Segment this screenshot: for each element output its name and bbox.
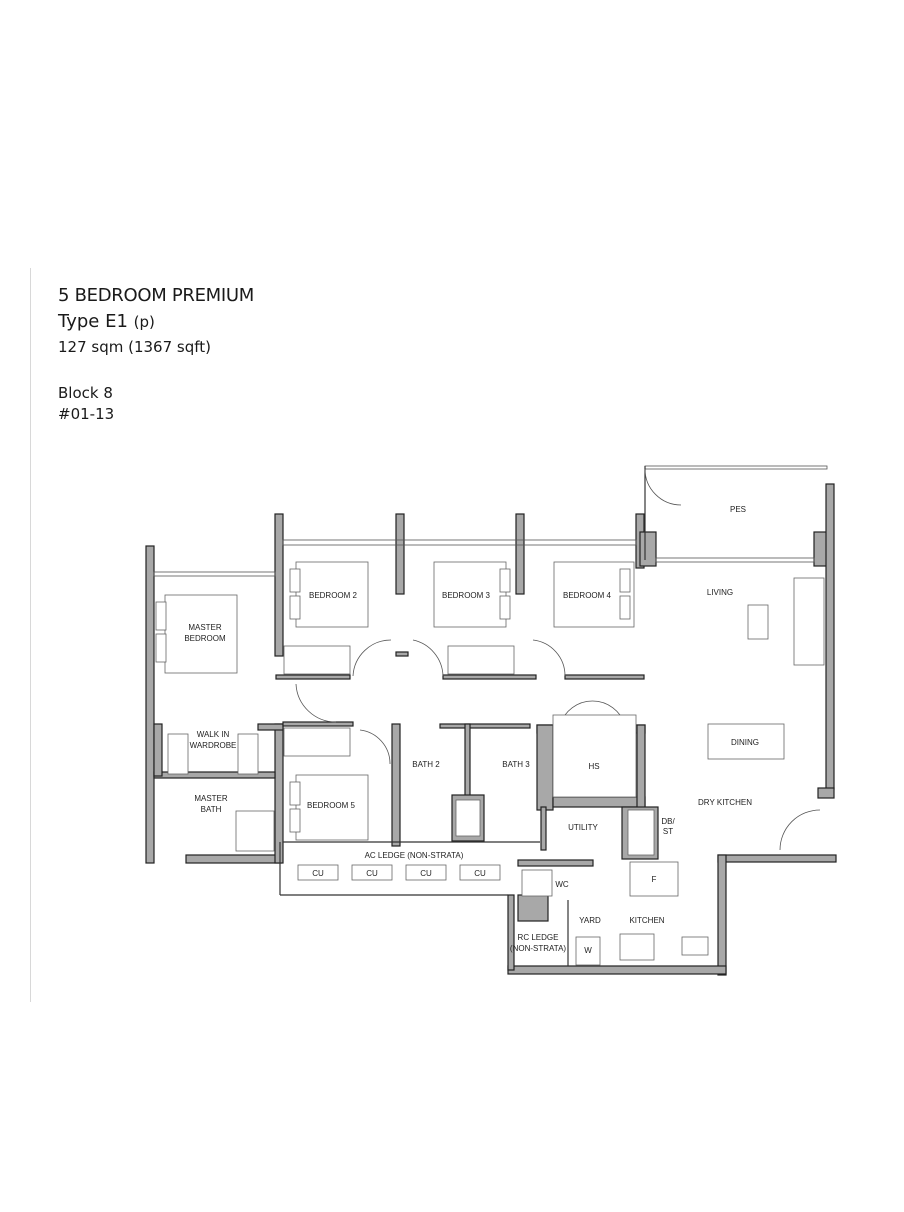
room-master-bath: MASTER bbox=[194, 794, 228, 803]
room-master-bedroom: BEDROOM bbox=[184, 634, 226, 643]
cu-label: CU bbox=[312, 869, 324, 878]
room-bedroom-4: BEDROOM 4 bbox=[563, 591, 612, 600]
room-bedroom-3: BEDROOM 3 bbox=[442, 591, 491, 600]
room-dry-kitchen: DRY KITCHEN bbox=[698, 798, 752, 807]
room-walk-in-wardrobe: WARDROBE bbox=[190, 741, 237, 750]
room-master-bath: BATH bbox=[201, 805, 222, 814]
block-number: Block 8 bbox=[58, 384, 113, 402]
type-label: Type E1 bbox=[58, 311, 128, 332]
rc-ledge-label: RC LEDGE bbox=[518, 933, 559, 942]
ac-ledge-units: CU CU CU CU bbox=[297, 864, 501, 881]
fridge-label: F bbox=[652, 875, 657, 884]
washer-label: W bbox=[584, 946, 592, 955]
room-pes: PES bbox=[730, 505, 746, 514]
cu-unit bbox=[351, 864, 393, 881]
room-kitchen: KITCHEN bbox=[629, 916, 664, 925]
unit-type: Type E1 (p) bbox=[58, 311, 155, 332]
cu-label: CU bbox=[366, 869, 378, 878]
room-dining: DINING bbox=[731, 738, 759, 747]
cu-unit bbox=[405, 864, 447, 881]
room-bath-3: BATH 3 bbox=[502, 760, 530, 769]
room-bedroom-5: BEDROOM 5 bbox=[307, 801, 356, 810]
rc-ledge-label: (NON-STRATA) bbox=[510, 944, 566, 953]
cu-unit bbox=[459, 864, 501, 881]
room-hs: HS bbox=[588, 762, 599, 771]
room-db-st: ST bbox=[663, 827, 673, 836]
room-walk-in-wardrobe: WALK IN bbox=[197, 730, 230, 739]
room-bedroom-2: BEDROOM 2 bbox=[309, 591, 358, 600]
room-wc: WC bbox=[555, 880, 569, 889]
ac-ledge-label: AC LEDGE (NON-STRATA) bbox=[365, 851, 464, 860]
room-living: LIVING bbox=[707, 588, 733, 597]
furniture bbox=[155, 561, 825, 966]
unit-area: 127 sqm (1367 sqft) bbox=[58, 338, 211, 356]
room-bath-2: BATH 2 bbox=[412, 760, 440, 769]
cu-label: CU bbox=[474, 869, 486, 878]
cu-unit bbox=[297, 864, 339, 881]
type-suffix: (p) bbox=[133, 313, 155, 331]
unit-number: #01-13 bbox=[58, 405, 115, 423]
room-utility: UTILITY bbox=[568, 823, 598, 832]
room-db-st: DB/ bbox=[661, 817, 675, 826]
unit-category: 5 BEDROOM PREMIUM bbox=[58, 285, 255, 306]
page-margin-line bbox=[30, 268, 31, 1002]
cu-label: CU bbox=[420, 869, 432, 878]
room-master-bedroom: MASTER bbox=[188, 623, 222, 632]
glazing-and-lines bbox=[153, 465, 828, 966]
room-yard: YARD bbox=[579, 916, 601, 925]
room-labels: MASTER BEDROOM BEDROOM 2 BEDROOM 3 BEDRO… bbox=[184, 505, 759, 955]
